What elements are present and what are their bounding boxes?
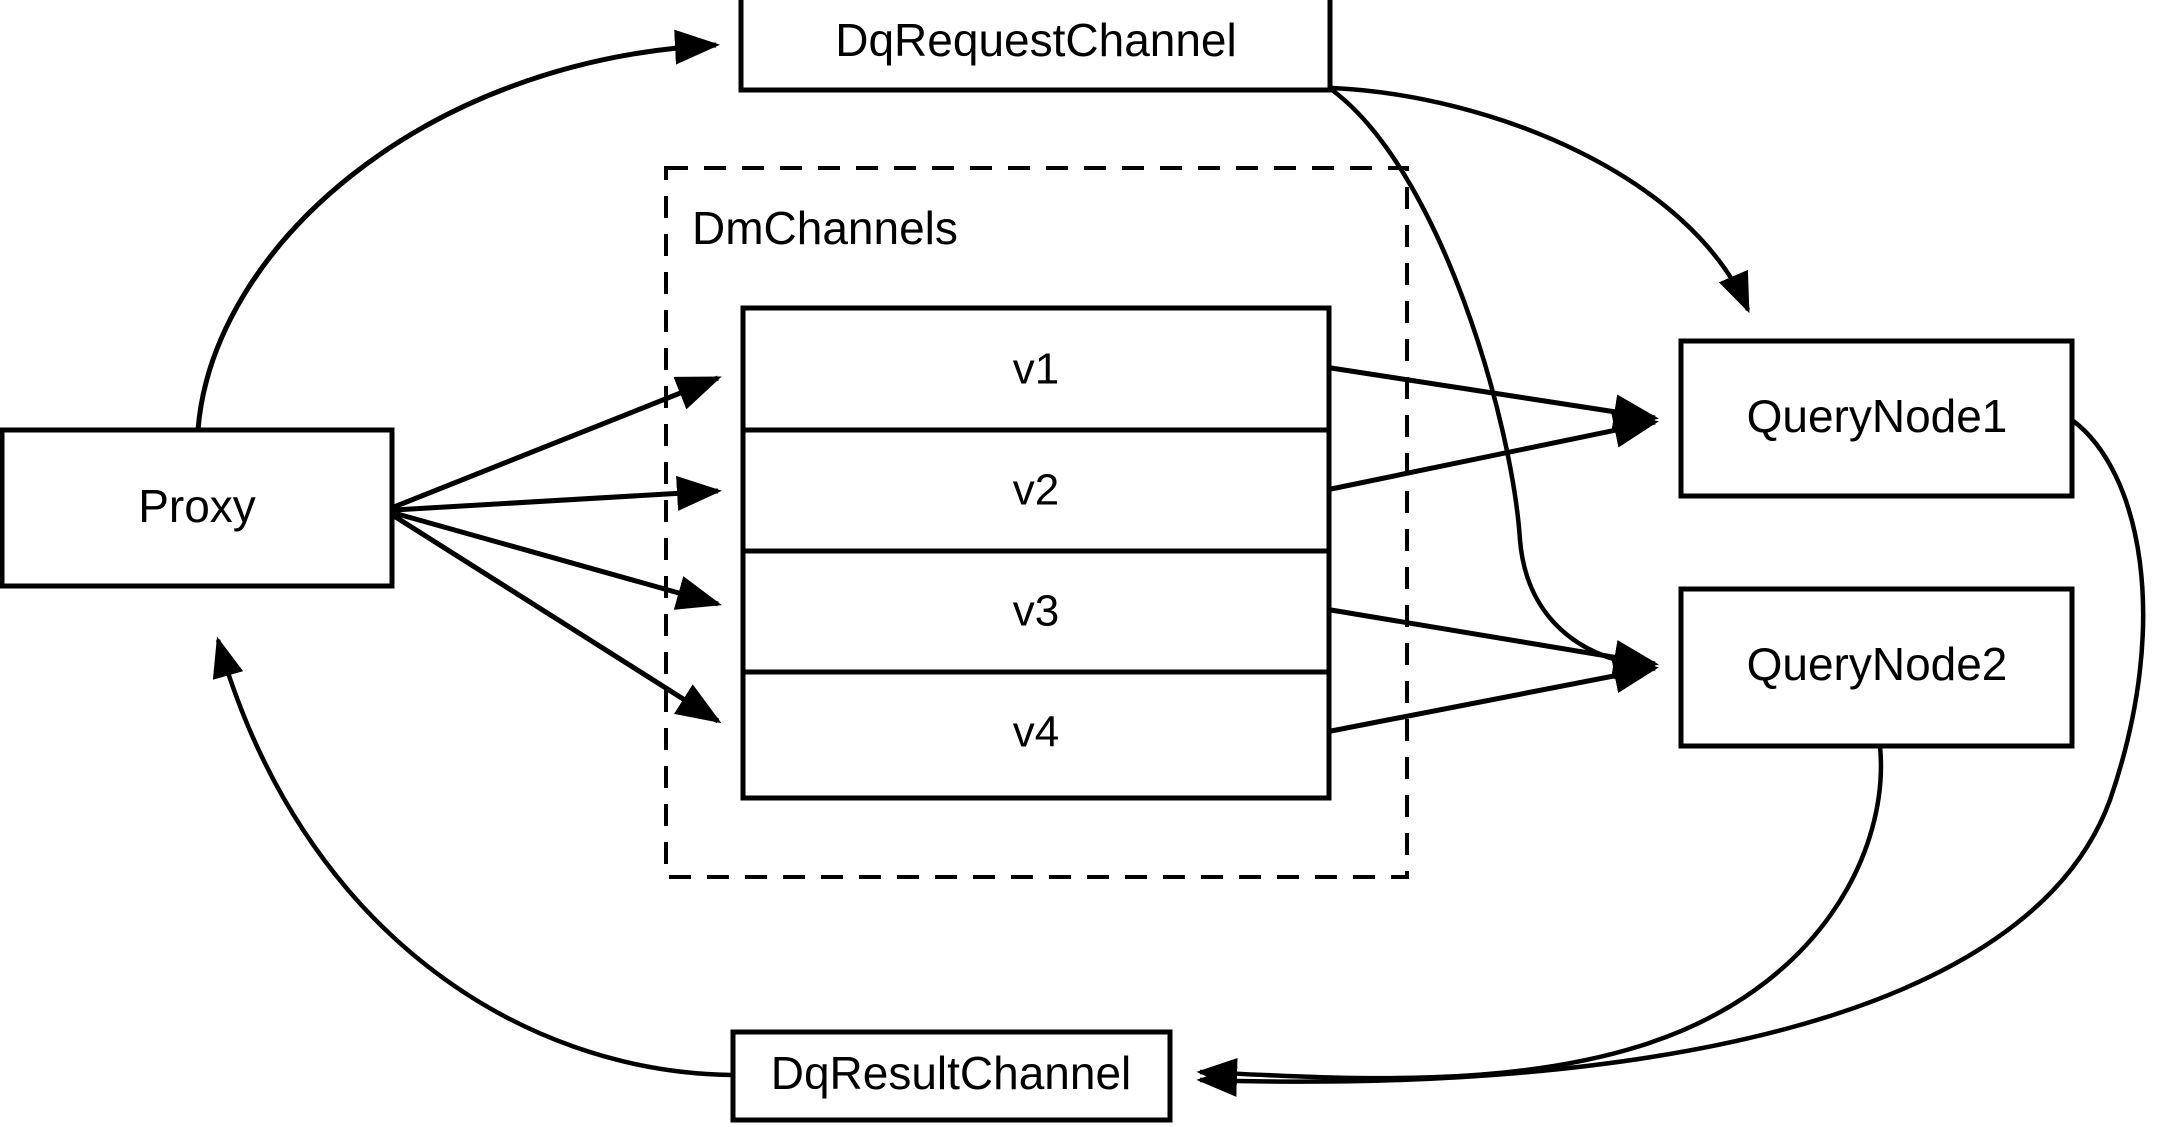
edge-proxy-to-v1	[393, 375, 722, 510]
node-query-node-1[interactable]	[1678, 338, 2075, 499]
node-dq-request-channel[interactable]	[738, 0, 1333, 93]
edge-query-node-1-to-dq-result-channel	[1196, 418, 2146, 1097]
dm-channel-row-v3[interactable]: v3	[1013, 587, 1059, 636]
node-query-node-1-label: QueryNode1	[1747, 390, 2008, 442]
edge-proxy-to-dq-request-channel	[195, 29, 720, 431]
node-query-node-2-label: QueryNode2	[1747, 638, 2008, 690]
edge-proxy-to-v3	[393, 510, 722, 610]
dm-channels-group-label: DmChannels	[692, 202, 958, 254]
edge-v3-to-query-node-2	[1330, 607, 1659, 675]
node-query-node-2[interactable]	[1678, 586, 2075, 749]
edge-query-node-2-to-dq-result-channel	[1196, 745, 1884, 1090]
dm-channel-row-v4[interactable]: v4	[1013, 708, 1059, 757]
node-dq-result-channel[interactable]	[730, 1029, 1173, 1123]
edge-v4-to-query-node-2	[1330, 658, 1659, 734]
dm-channel-row-v1[interactable]: v1	[1013, 345, 1059, 394]
edge-dq-request-channel-to-query-node-2	[1330, 88, 1656, 680]
node-dq-request-channel-label: DqRequestChannel	[835, 14, 1237, 66]
edge-dq-request-channel-to-query-node-1	[1331, 85, 1751, 314]
node-proxy-label: Proxy	[138, 480, 256, 532]
edge-proxy-to-v2	[393, 475, 722, 513]
edge-dq-result-channel-to-proxy	[212, 636, 732, 1078]
node-dq-result-channel-label: DqResultChannel	[771, 1047, 1132, 1099]
edge-v1-to-query-node-1	[1330, 365, 1659, 430]
dm-channel-row-v2[interactable]: v2	[1013, 466, 1059, 515]
edge-proxy-to-v4	[392, 513, 722, 724]
node-proxy[interactable]	[0, 427, 395, 589]
edge-v2-to-query-node-1	[1330, 413, 1659, 492]
